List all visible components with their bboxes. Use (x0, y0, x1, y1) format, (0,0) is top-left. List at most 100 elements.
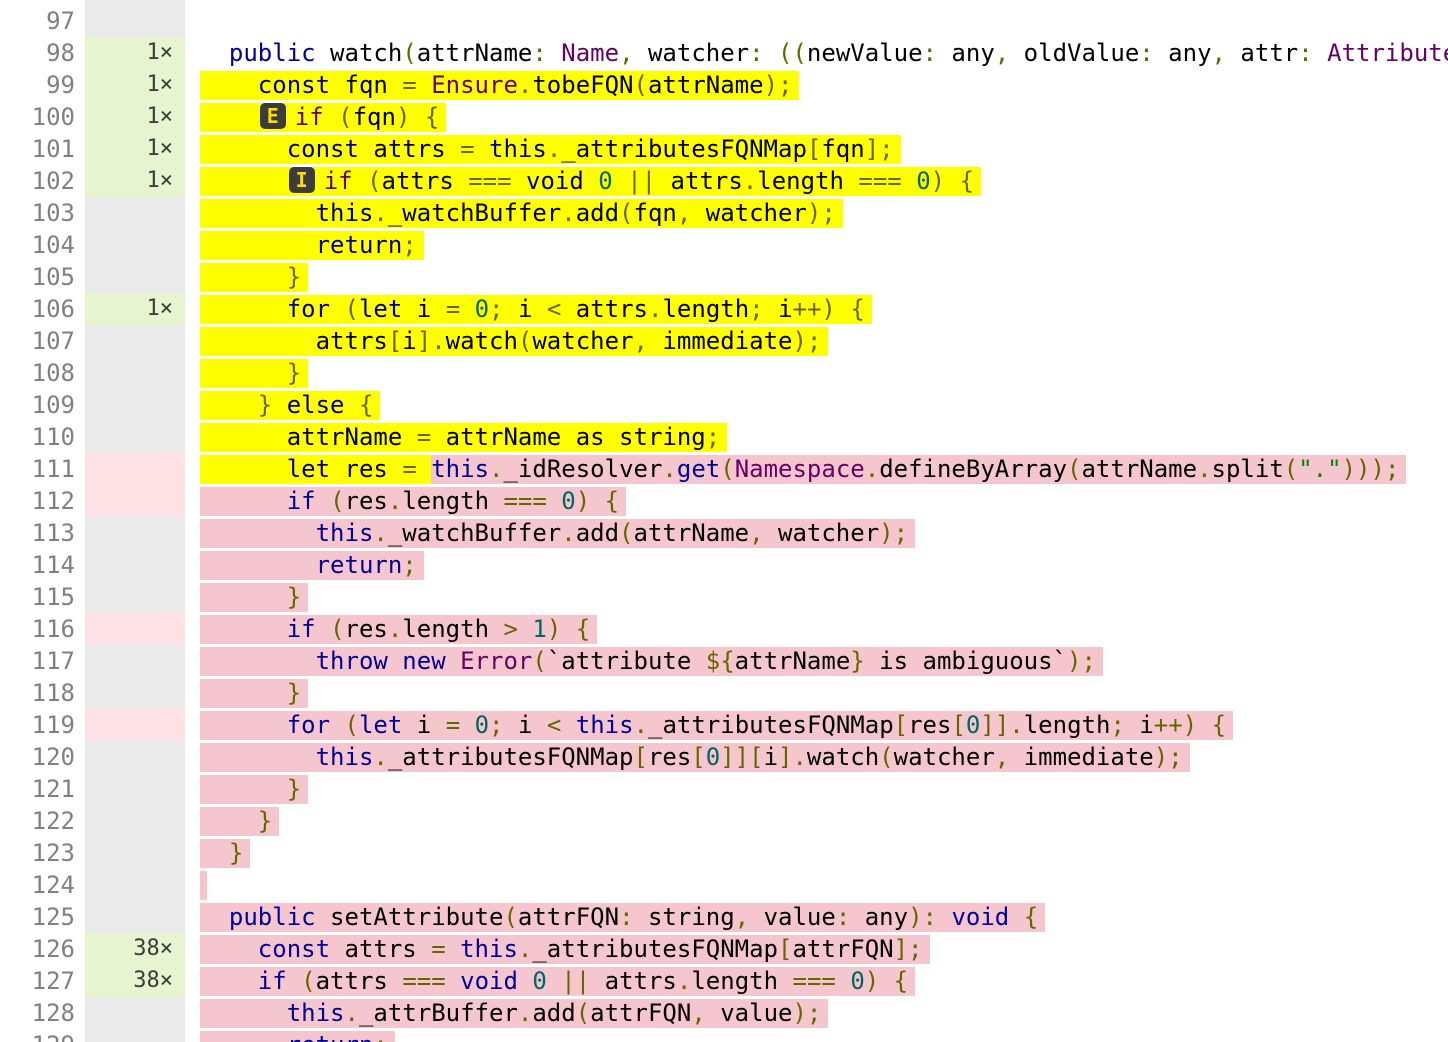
branch-missed-segment: } (200, 358, 309, 388)
token-n (324, 103, 338, 131)
hit-count (85, 901, 185, 933)
token-n: watcher (763, 518, 880, 547)
token-k: const (257, 70, 331, 99)
token-p: ; (1110, 710, 1125, 739)
token-p: , (1211, 38, 1226, 67)
token-p: , (633, 326, 648, 355)
token-p: ) (864, 966, 880, 995)
token-n: attrName (416, 38, 533, 67)
branch-missed-segment: attrs[i].watch(watcher, immediate); (200, 326, 829, 356)
token-p: , (691, 998, 706, 1027)
line-number: 99 (0, 69, 85, 101)
token-k: return (315, 230, 403, 259)
token-p: ( (532, 646, 547, 675)
token-k: else (286, 390, 345, 419)
token-n: res (908, 710, 952, 739)
token-n: watch (445, 326, 518, 355)
token-k: throw (315, 646, 388, 675)
token-p: . (546, 134, 562, 163)
hit-count (85, 869, 185, 901)
token-p: === (468, 166, 512, 195)
token-p: . (676, 966, 692, 995)
token-n (200, 295, 287, 323)
hit-count-gutter (85, 0, 185, 5)
token-n: attrs (561, 294, 649, 323)
uncovered-segment: } (200, 838, 251, 868)
hit-count (85, 1029, 185, 1042)
code-content: public watch(attrName: Name, watcher: ((… (200, 37, 1448, 69)
token-p: [ (951, 710, 966, 739)
token-p: ( (879, 742, 894, 771)
token-p: { (424, 102, 440, 131)
token-n (446, 935, 460, 963)
token-n: attrs (200, 326, 388, 355)
token-p: ; (402, 550, 417, 579)
token-k: this (489, 134, 547, 163)
line-number: 112 (0, 485, 85, 517)
code-content: return; (200, 229, 1448, 261)
token-n (200, 359, 287, 387)
code-content: this._attributesFQNMap[res[0]][i].watch(… (200, 741, 1448, 773)
token-p: ) (575, 486, 591, 515)
line-number: 118 (0, 677, 85, 709)
hit-count (85, 773, 185, 805)
code-content: } (200, 837, 1448, 869)
token-k: this (315, 518, 374, 547)
token-n (200, 103, 258, 131)
token-p: [ (387, 326, 403, 355)
token-n (446, 647, 460, 675)
token-n (200, 807, 258, 835)
code-content: } else { (200, 389, 1448, 421)
token-n: i (402, 294, 446, 323)
code-content: return; (200, 549, 1448, 581)
token-n: add (575, 198, 620, 227)
token-l: 0 (916, 166, 931, 195)
code-line: 117 throw new Error(`attribute ${attrNam… (0, 645, 1448, 677)
code-content: for (let i = 0; i < attrs.length; i++) { (200, 293, 1448, 325)
token-p: || (627, 166, 657, 195)
branch-missed-segment: this._watchBuffer.add(fqn, watcher); (200, 198, 843, 228)
code-content: this._watchBuffer.add(attrName, watcher)… (200, 517, 1448, 549)
line-number: 105 (0, 261, 85, 293)
hit-count (85, 581, 185, 613)
hit-count (85, 741, 185, 773)
token-p: } (286, 678, 302, 707)
hit-count (85, 453, 185, 485)
token-n (200, 39, 229, 67)
token-p: ( (344, 294, 359, 323)
token-n: _attributesFQNMap (561, 134, 807, 163)
code-content: let res = this._idResolver.get(Namespace… (200, 453, 1448, 485)
code-line: 112 if (res.length === 0) { (0, 485, 1448, 517)
token-n: attrFQN (517, 902, 620, 931)
token-n: _watchBuffer (387, 198, 562, 227)
token-n (1009, 903, 1023, 931)
code-content: throw new Error(`attribute ${attrName} i… (200, 645, 1448, 677)
line-number: 101 (0, 133, 85, 165)
token-k: this (315, 198, 374, 227)
token-n (547, 39, 561, 67)
top-clipped-row (0, 0, 1448, 5)
token-n (200, 743, 316, 771)
token-p: || (561, 966, 591, 995)
line-number: 102 (0, 165, 85, 197)
token-p: ( (517, 326, 533, 355)
token-n: fqn (352, 102, 396, 131)
line-number: 110 (0, 421, 85, 453)
line-number: 117 (0, 645, 85, 677)
token-p: . (864, 454, 880, 483)
token-n (410, 103, 424, 131)
token-t: Error (460, 646, 533, 675)
token-p: : (532, 38, 547, 67)
branch-missed-segment: let res = (200, 454, 432, 484)
token-l: 0 (532, 966, 547, 995)
uncovered-segment: this._attrBuffer.add(attrFQN, value); (200, 998, 829, 1028)
token-p: ]; (864, 134, 894, 163)
token-n (446, 967, 460, 995)
line-number: 126 (0, 933, 85, 965)
hit-count (85, 709, 185, 741)
token-p: } (286, 774, 302, 803)
token-n: immediate (647, 326, 793, 355)
